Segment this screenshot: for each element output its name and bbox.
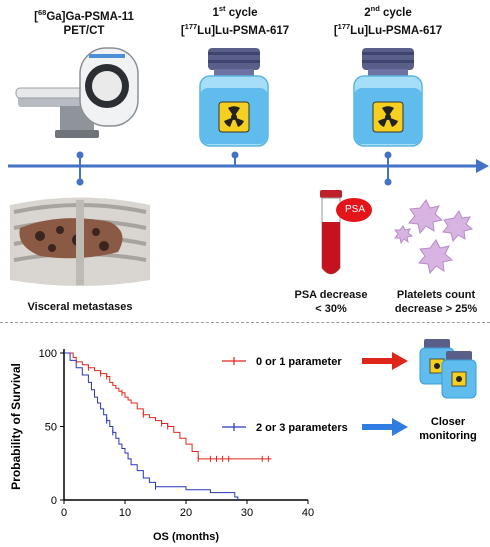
cycle1-label: 1st cycle [177Lu]Lu-PSMA-617 bbox=[180, 4, 290, 37]
visceral-metastases-icon bbox=[10, 197, 150, 286]
x-tick-label: 20 bbox=[180, 507, 192, 519]
section-divider bbox=[0, 322, 490, 323]
visceral-metastases-label: Visceral metastases bbox=[27, 301, 133, 313]
x-tick-label: 0 bbox=[61, 507, 67, 519]
y-tick-label: 0 bbox=[51, 495, 57, 507]
legend-high bbox=[222, 423, 246, 431]
platelets-icon bbox=[394, 199, 474, 275]
pet-ct-scanner-icon bbox=[15, 47, 139, 138]
two-vials-icon bbox=[419, 339, 477, 399]
blue-arrow-icon bbox=[362, 418, 408, 436]
timeline-arrowhead bbox=[476, 159, 489, 173]
x-tick-label: 40 bbox=[302, 507, 314, 519]
chart-curves bbox=[64, 352, 272, 500]
psa-badge: PSA bbox=[344, 204, 365, 215]
pet-ct-label: [68Ga]Ga-PSMA-11 PET/CT bbox=[34, 8, 134, 37]
closer-monitoring-label-2: monitoring bbox=[419, 430, 476, 442]
survival-curve-low bbox=[64, 352, 272, 460]
x-axis-label: OS (months) bbox=[153, 531, 219, 543]
psa-decrease-label: PSA decrease< 30% bbox=[294, 289, 368, 315]
y-tick-label: 100 bbox=[39, 348, 57, 360]
y-axis-label: Probability of Survival bbox=[9, 363, 23, 490]
blood-tube-icon bbox=[320, 190, 372, 275]
legend-low-label: 0 or 1 parameter bbox=[256, 356, 342, 368]
lu-psma-vial-icon-cycle2 bbox=[353, 48, 423, 147]
red-arrow-icon bbox=[362, 352, 408, 370]
closer-monitoring-label-1: Closer bbox=[431, 416, 466, 428]
cycle2-label: 2nd cycle [177Lu]Lu-PSMA-617 bbox=[333, 4, 443, 37]
timeline-markers bbox=[76, 151, 392, 186]
legend-low bbox=[222, 357, 246, 365]
x-tick-label: 30 bbox=[241, 507, 253, 519]
chart-axes: 0 10 20 30 40 0 50 100 bbox=[39, 348, 314, 519]
treatment-timeline bbox=[8, 47, 489, 286]
lu-psma-vial-icon-cycle1 bbox=[199, 48, 269, 147]
x-tick-label: 10 bbox=[119, 507, 131, 519]
survival-curve-high bbox=[64, 352, 239, 500]
y-tick-label: 50 bbox=[45, 422, 57, 434]
legend-high-label: 2 or 3 parameters bbox=[256, 422, 348, 434]
